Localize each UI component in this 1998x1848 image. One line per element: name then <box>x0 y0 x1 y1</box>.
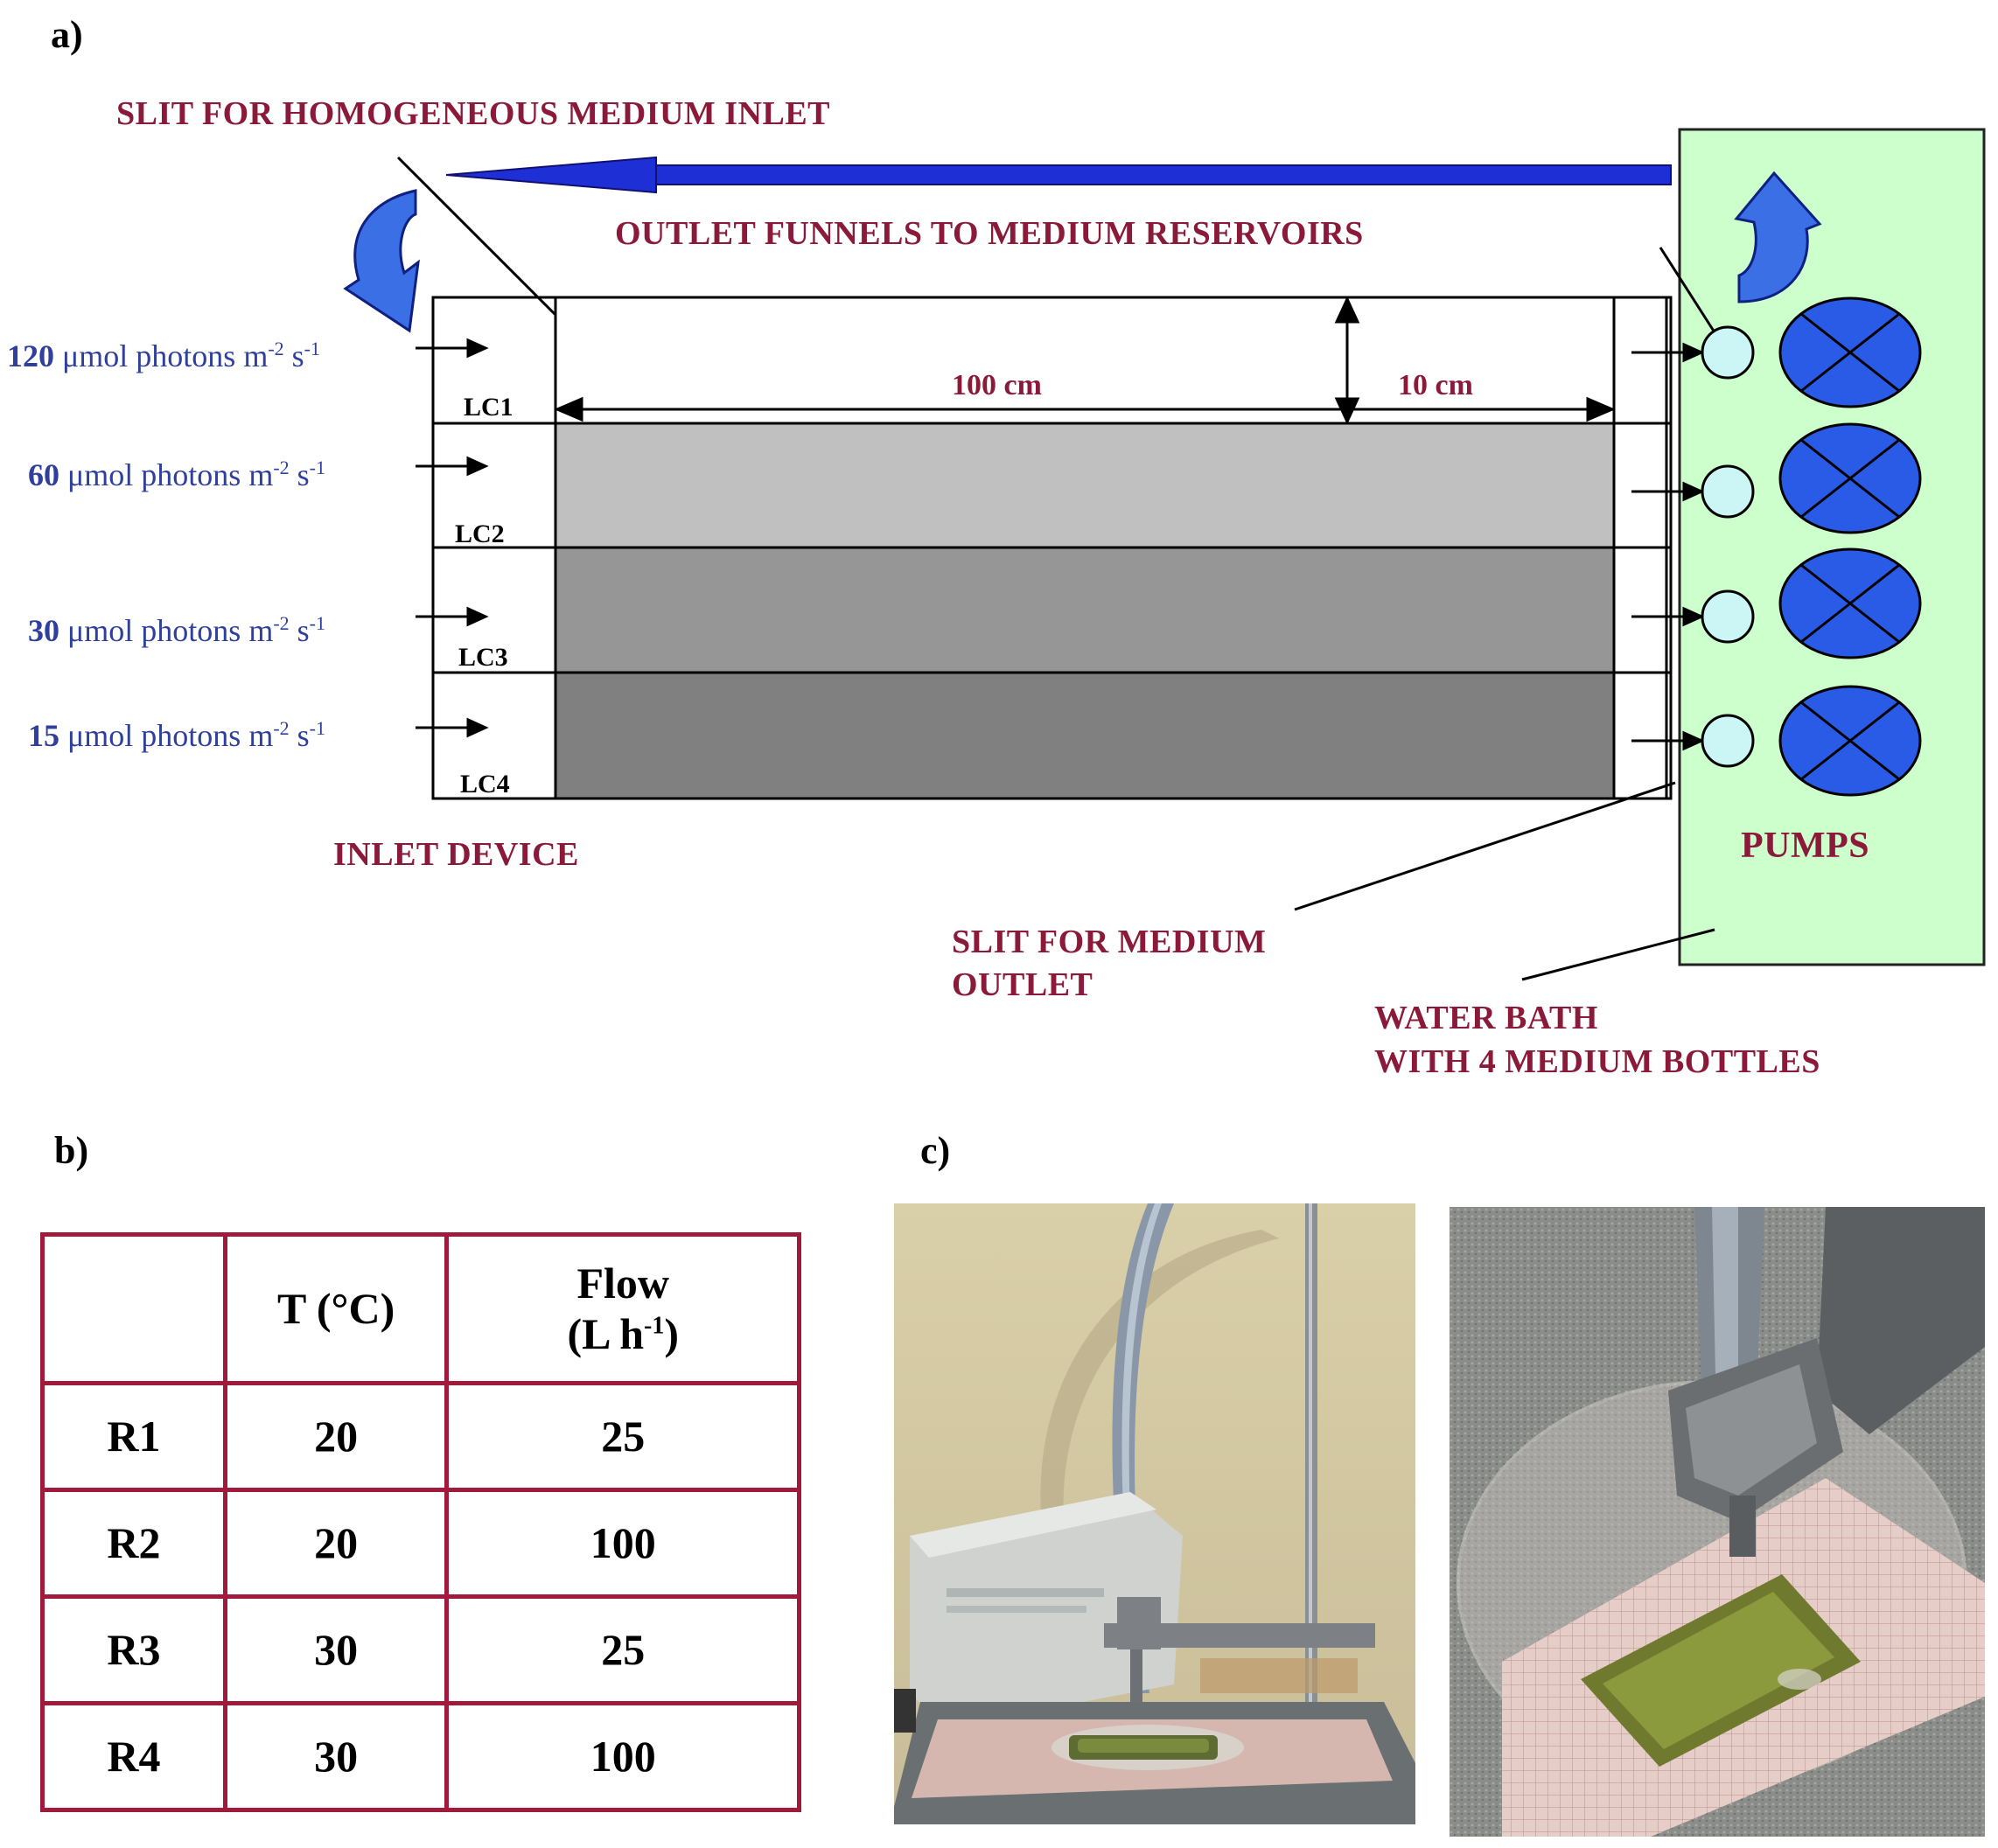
row-name: R1 <box>40 1380 227 1492</box>
outlet-arrows <box>1631 342 1705 751</box>
intensity-value: 60 <box>28 457 59 492</box>
light-input-arrows <box>416 338 489 738</box>
header-flow-label: Flow <box>576 1259 669 1308</box>
slit-outlet-label-1: SLIT FOR MEDIUM <box>952 924 1267 960</box>
header-temperature: T (°C) <box>222 1232 450 1385</box>
row-temp: 30 <box>222 1700 450 1813</box>
unit-exponent: -2 <box>268 338 284 359</box>
unit-exponent: -2 <box>273 612 290 634</box>
table-row: R3 30 25 <box>40 1593 801 1705</box>
curved-arrow-left-icon <box>343 189 420 333</box>
unit-exponent: -2 <box>273 457 290 478</box>
outlet-funnels <box>1701 325 1755 768</box>
unit-seconds: s <box>289 457 310 492</box>
intensity-unit: μmol photons m <box>67 718 274 753</box>
panel-label-a: a) <box>51 13 83 56</box>
intensity-unit: μmol photons m <box>67 457 274 492</box>
pumps-label: PUMPS <box>1741 826 1870 866</box>
row-temp: 30 <box>222 1593 450 1705</box>
light-intensity-lc1: 120 μmol photons m-2 s-1 <box>7 338 320 374</box>
intensity-unit: μmol photons m <box>67 613 274 648</box>
slit-inlet-label: SLIT FOR HOMOGENEOUS MEDIUM INLET <box>116 95 831 132</box>
lc1-label: LC1 <box>464 393 513 422</box>
lc3-channel <box>555 547 1614 673</box>
unit-seconds: s <box>289 718 310 753</box>
unit-exponent: -1 <box>309 612 325 634</box>
table-row: R2 20 100 <box>40 1487 801 1599</box>
unit-seconds: s <box>283 338 304 373</box>
row-flow: 100 <box>444 1700 801 1813</box>
lc3-label: LC3 <box>458 643 508 672</box>
row-name: R2 <box>40 1487 227 1599</box>
table-row: R1 20 25 <box>40 1380 801 1492</box>
light-intensity-lc2: 60 μmol photons m-2 s-1 <box>28 457 325 493</box>
intensity-value: 120 <box>7 338 54 373</box>
water-bath-label-1: WATER BATH <box>1374 1000 1598 1036</box>
pump-icon <box>1778 296 1922 797</box>
light-intensity-lc3: 30 μmol photons m-2 s-1 <box>28 612 325 649</box>
light-intensity-lc4: 15 μmol photons m-2 s-1 <box>28 717 325 754</box>
width-label: 10 cm <box>1398 369 1473 401</box>
row-temp: 20 <box>222 1487 450 1599</box>
lc4-label: LC4 <box>460 770 510 798</box>
intensity-value: 30 <box>28 613 59 648</box>
header-flow-close: ) <box>664 1309 679 1359</box>
dimension-arrows <box>554 296 1616 425</box>
water-bath-box <box>1678 128 1986 966</box>
lc4-channel <box>555 673 1614 798</box>
unit-exponent: -1 <box>304 338 320 359</box>
table-row: R4 30 100 <box>40 1700 801 1813</box>
row-name: R4 <box>40 1700 227 1813</box>
intensity-unit: μmol photons m <box>62 338 269 373</box>
table-header-row: T (°C) Flow (L h-1) <box>40 1232 801 1385</box>
unit-exponent: -2 <box>273 717 290 739</box>
parameters-table: T (°C) Flow (L h-1) R1 20 25 R2 20 100 R… <box>40 1232 801 1813</box>
lc2-channel <box>555 423 1614 547</box>
header-flow-exponent: -1 <box>644 1312 665 1340</box>
panel-label-c: c) <box>920 1129 951 1172</box>
row-name: R3 <box>40 1593 227 1705</box>
flow-direction-arrow <box>445 156 1672 194</box>
row-temp: 20 <box>222 1380 450 1492</box>
curved-arrow-right-icon <box>1734 171 1822 303</box>
lc2-label: LC2 <box>455 520 505 548</box>
unit-exponent: -1 <box>309 457 325 478</box>
setup-photo-right <box>1450 1207 1985 1837</box>
row-flow: 100 <box>444 1487 801 1599</box>
length-label: 100 cm <box>952 369 1042 401</box>
intensity-value: 15 <box>28 718 59 753</box>
header-flow: Flow (L h-1) <box>444 1232 801 1385</box>
flow-lane-diagram <box>343 128 1986 981</box>
header-empty-cell <box>40 1232 227 1385</box>
channel-frame <box>431 296 1673 800</box>
unit-exponent: -1 <box>309 717 325 739</box>
row-flow: 25 <box>444 1380 801 1492</box>
unit-seconds: s <box>289 613 310 648</box>
row-flow: 25 <box>444 1593 801 1705</box>
slit-outlet-label-2: OUTLET <box>952 966 1093 1003</box>
inlet-device-label: INLET DEVICE <box>333 836 579 873</box>
panel-label-b: b) <box>54 1129 89 1172</box>
setup-photo-left <box>894 1203 1415 1824</box>
water-bath-label-2: WITH 4 MEDIUM BOTTLES <box>1374 1043 1820 1080</box>
outlet-funnels-label: OUTLET FUNNELS TO MEDIUM RESERVOIRS <box>615 215 1364 252</box>
leader-lines <box>396 156 1716 981</box>
header-flow-unit: (L h <box>567 1309 645 1359</box>
